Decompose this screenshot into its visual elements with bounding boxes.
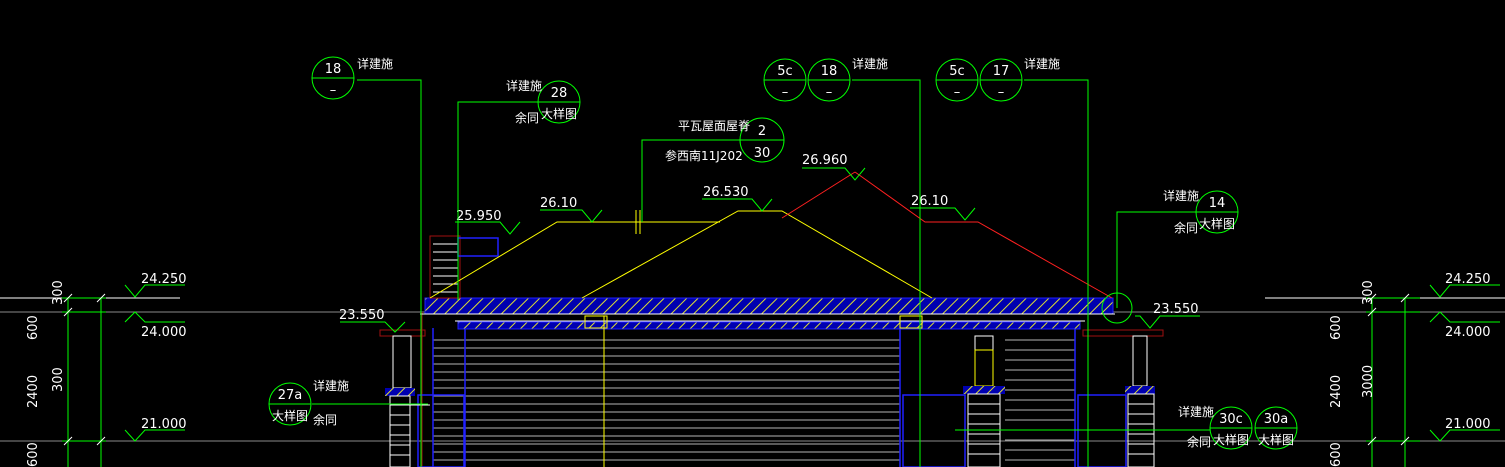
bubble-5c1-bot: – [782,85,789,100]
detail-bubble-14: 14 大样图 详建施 余同 [1163,188,1239,235]
bubble-30a-top: 30a [1264,412,1289,427]
elev-24250-left: 24.250 [141,272,187,287]
detail-bubble-5c-17: 5c – 17 – 详建施 [935,56,1060,102]
dim-3000-right: 3000 [1361,365,1376,398]
bubble-2-bot: 30 [754,146,771,161]
right-dimension-chain: 300 600 2400 3000 600 [1329,280,1420,467]
elev-26530: 26.530 [703,185,749,200]
elev-21000-right: 21.000 [1445,417,1491,432]
bubble-28-top: 28 [551,86,568,101]
elev-23550-left: 23.550 [339,308,385,323]
dim-600b-left: 600 [26,442,41,467]
note-same-28: 余同 [515,110,539,125]
left-elevation-markers: 24.250 24.000 21.000 [124,272,187,442]
dim-600b-right: 600 [1329,442,1344,467]
dim-2400-right: 2400 [1329,375,1344,408]
dim-600-right: 600 [1329,315,1344,340]
bubble-30c-bot: 大样图 [1213,432,1249,447]
leader-lines [312,79,1210,467]
detail-bubble-28: 28 大样图 详建施 余同 [506,78,581,125]
note-same-30: 余同 [1187,434,1211,449]
bubble-18-bot: – [330,83,337,98]
bubble-17-bot: – [998,85,1005,100]
bubble-18b-top: 18 [821,64,838,79]
bubble-27a-top: 27a [278,388,303,403]
building-facade [379,235,1164,467]
left-column-cap [385,388,415,396]
note-see-arch-18b: 详建施 [852,56,888,71]
note-tile-ridge: 平瓦屋面屋脊 [678,119,750,133]
right-column-cap [1125,386,1155,394]
note-see-arch-30: 详建施 [1178,404,1214,419]
dim-600-left: 600 [26,315,41,340]
elev-21000-left: 21.000 [141,417,187,432]
bubble-30c-top: 30c [1219,412,1243,427]
detail-bubble-18: 18 – 详建施 [311,56,393,100]
bubble-28-bot: 大样图 [541,106,577,121]
elev-26960: 26.960 [802,153,848,168]
note-see-arch-28: 详建施 [506,78,542,93]
dim-300-left: 300 [51,280,66,305]
siding-lines [433,339,1075,461]
bubble-5c2-bot: – [954,85,961,100]
note-see-arch-18: 详建施 [357,56,393,71]
elev-23550-right: 23.550 [1153,302,1199,317]
right-elevation-markers: 24.250 24.000 21.000 [1429,272,1500,442]
bubble-18-top: 18 [325,62,342,77]
roof-outline [429,171,1113,299]
note-see-arch-17: 详建施 [1024,56,1060,71]
note-same-14: 余同 [1174,220,1198,235]
bubble-27a-bot: 大样图 [272,408,308,423]
bubble-2-top: 2 [758,124,766,139]
bubble-30a-bot: 大样图 [1258,432,1294,447]
elev-2610-right: 26.10 [911,194,948,209]
detail-bubble-30c-30a: 30c 大样图 30a 大样图 详建施 余同 [1178,404,1298,450]
roof-elevation-markers: 25.950 26.10 26.530 26.960 26.10 23.550 … [339,153,1200,333]
elev-24000-left: 24.000 [141,325,187,340]
elev-2610-left: 26.10 [540,196,577,211]
note-see-arch-14: 详建施 [1163,188,1199,203]
cornice-hatch-lower [457,321,1081,330]
elev-24000-right: 24.000 [1445,325,1491,340]
note-ref-std: 参西南11J202 [665,148,743,163]
elev-25950: 25.950 [456,209,502,224]
detail-bubble-2-30: 2 30 平瓦屋面屋脊 参西南11J202 [665,117,785,163]
bubble-5c1-top: 5c [777,64,792,79]
bubble-5c2-top: 5c [949,64,964,79]
bubble-18b-bot: – [826,85,833,100]
center-column-cap [963,386,1005,394]
elev-24250-right: 24.250 [1445,272,1491,287]
note-same-27a: 余同 [313,412,337,427]
left-dimension-chain: 300 600 2400 300 600 [26,280,106,467]
bubble-17-top: 17 [993,64,1010,79]
dim-300-right: 300 [1361,280,1376,305]
dim-300b-left: 300 [51,367,66,392]
detail-bubble-27a: 27a 大样图 详建施 余同 [268,378,349,427]
bubble-14-bot: 大样图 [1199,216,1235,231]
detail-bubble-5c-18: 5c – 18 – 详建施 [763,56,888,102]
dim-2400-left: 2400 [26,375,41,408]
cornice-hatch [424,297,1114,315]
note-see-arch-27a: 详建施 [313,378,349,393]
bubble-14-top: 14 [1209,196,1226,211]
